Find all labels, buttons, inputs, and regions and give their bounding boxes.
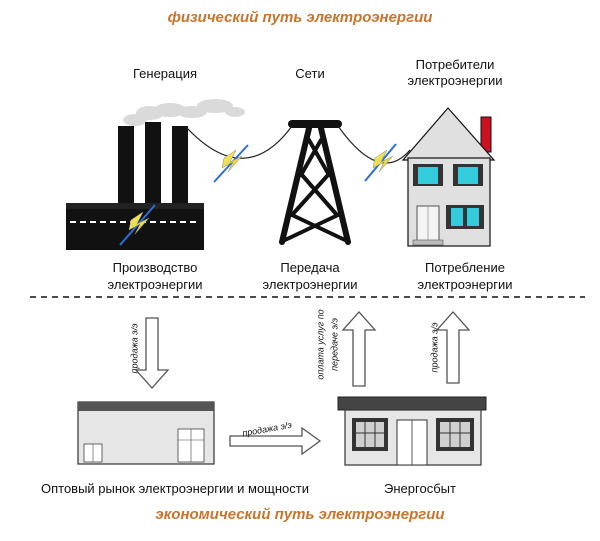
lightning-icon <box>364 143 397 182</box>
production-label-line2: электроэнергии <box>107 277 203 292</box>
networks-label: Сети <box>295 66 325 81</box>
transmission-tower-icon <box>279 120 351 245</box>
sale-down-arrow-label: продажа э/э <box>129 323 140 374</box>
smoke-icon <box>123 99 245 126</box>
generation-label: Генерация <box>132 66 198 81</box>
energosbyt-label: Энергосбыт <box>384 481 456 496</box>
economic-path-title: экономический путь электроэнергии <box>155 506 445 523</box>
payment-arrow-label-line2: передаче э/э <box>329 318 340 371</box>
arrow-down-sale <box>134 317 170 389</box>
energosbyt-building-icon <box>337 396 487 466</box>
production-label-line1: Производство <box>112 260 198 275</box>
wholesale-market-building-icon <box>77 401 215 465</box>
lightning-icon <box>119 204 156 246</box>
consumption-label-line2: электроэнергии <box>417 277 513 292</box>
arrow-up-payment <box>341 311 377 387</box>
transmission-label-line1: Передача <box>280 260 340 275</box>
transmission-label-line2: электроэнергии <box>262 277 358 292</box>
window-icon <box>413 164 443 186</box>
physical-path-title: физический путь электроэнергии <box>167 9 433 26</box>
wholesale-market-label: Оптовый рынок электроэнергии и мощности <box>40 481 310 496</box>
consumers-label-line1: Потребители <box>415 57 495 72</box>
lightning-icon <box>213 144 249 183</box>
window-icon <box>453 164 483 186</box>
consumption-label-line1: Потребление <box>425 260 505 275</box>
arrow-up-sale <box>435 311 471 384</box>
arrow-right-sale <box>229 426 322 456</box>
house-icon <box>401 107 496 247</box>
sale-up-arrow-label: продажа э/э <box>429 322 440 373</box>
door-icon <box>412 205 444 246</box>
consumers-label-line2: электроэнергии <box>407 73 503 88</box>
window-icon <box>446 205 484 229</box>
power-plant-icon <box>66 99 245 250</box>
payment-arrow-label-line1: оплата услуг по <box>315 309 326 380</box>
